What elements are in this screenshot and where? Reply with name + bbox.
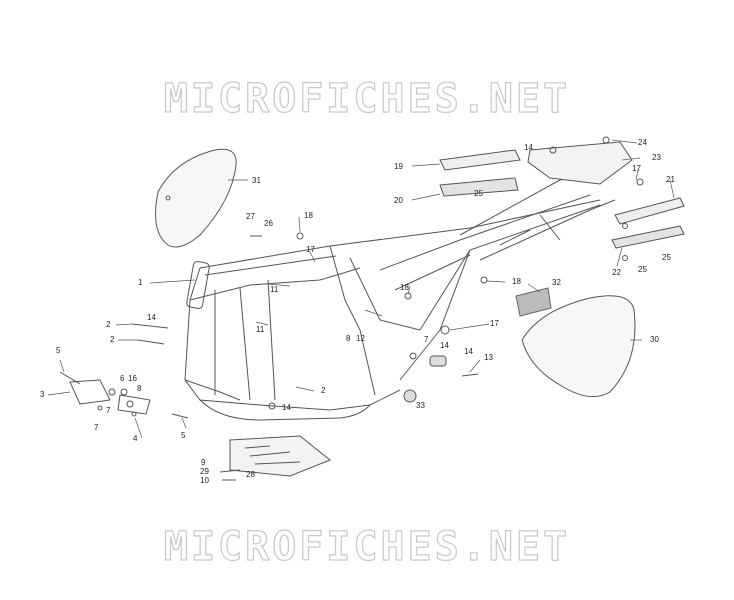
callout-6: 6 [120, 374, 125, 383]
seat-latch [527, 141, 633, 185]
right-side-cover [521, 295, 636, 398]
callout-25b: 25 [638, 265, 647, 274]
callout-14c: 14 [440, 341, 449, 350]
callout-26: 26 [264, 219, 273, 228]
mounting-bracket [69, 379, 111, 405]
callout-13: 13 [484, 353, 493, 362]
watermark-bottom: MICROFICHES.NET [163, 523, 571, 570]
callout-14a: 14 [147, 313, 156, 322]
rubber-pad [515, 287, 552, 317]
left-side-cover [155, 148, 237, 248]
main-frame [184, 199, 601, 411]
callout-5b: 5 [181, 431, 186, 440]
callout-31: 31 [252, 176, 261, 185]
rear-subframe [459, 169, 616, 261]
callout-9: 9 [201, 458, 206, 467]
callout-14e: 14 [524, 143, 533, 152]
callout-14b: 14 [282, 403, 291, 412]
rear-guard-lower [611, 225, 685, 249]
callout-3: 3 [40, 390, 45, 399]
callout-2b: 2 [110, 335, 115, 344]
callout-10: 10 [200, 476, 209, 485]
callout-17b: 17 [490, 319, 499, 328]
callout-18b: 18 [400, 283, 409, 292]
callout-7b: 7 [94, 423, 99, 432]
rear-guard-right [614, 197, 685, 225]
callout-28: 28 [246, 470, 255, 479]
watermark-top: MICROFICHES.NET [163, 75, 571, 122]
callout-7a: 7 [106, 406, 111, 415]
callout-5a: 5 [56, 346, 61, 355]
callout-4: 4 [133, 434, 138, 443]
callout-25a: 25 [474, 189, 483, 198]
callout-17a: 17 [306, 245, 315, 254]
callout-7c: 7 [424, 335, 429, 344]
callout-17c: 17 [632, 164, 641, 173]
callout-24: 24 [638, 138, 647, 147]
callout-21: 21 [666, 175, 675, 184]
rear-fender-lower [439, 177, 519, 197]
callout-14d: 14 [464, 347, 473, 356]
steering-head [186, 261, 210, 309]
callout-12: 12 [356, 334, 365, 343]
callout-30: 30 [650, 335, 659, 344]
callout-8b: 8 [346, 334, 351, 343]
callout-33: 33 [416, 401, 425, 410]
callout-32: 32 [552, 278, 561, 287]
callout-20: 20 [394, 196, 403, 205]
callout-22: 22 [612, 268, 621, 277]
callout-2c: 2 [321, 386, 326, 395]
callout-11a: 11 [270, 285, 279, 294]
callout-29: 29 [200, 467, 209, 476]
skid-plate [229, 435, 331, 477]
callout-23: 23 [652, 153, 661, 162]
callout-8a: 8 [137, 384, 142, 393]
callout-18c: 18 [512, 277, 521, 286]
callout-2a: 2 [106, 320, 111, 329]
callout-27: 27 [246, 212, 255, 221]
callout-16: 16 [128, 374, 137, 383]
callout-25c: 25 [662, 253, 671, 262]
callout-18a: 18 [304, 211, 313, 220]
rear-fender-upper [439, 149, 521, 171]
callout-1: 1 [138, 278, 143, 287]
callout-19: 19 [394, 162, 403, 171]
callout-11b: 11 [256, 325, 265, 334]
